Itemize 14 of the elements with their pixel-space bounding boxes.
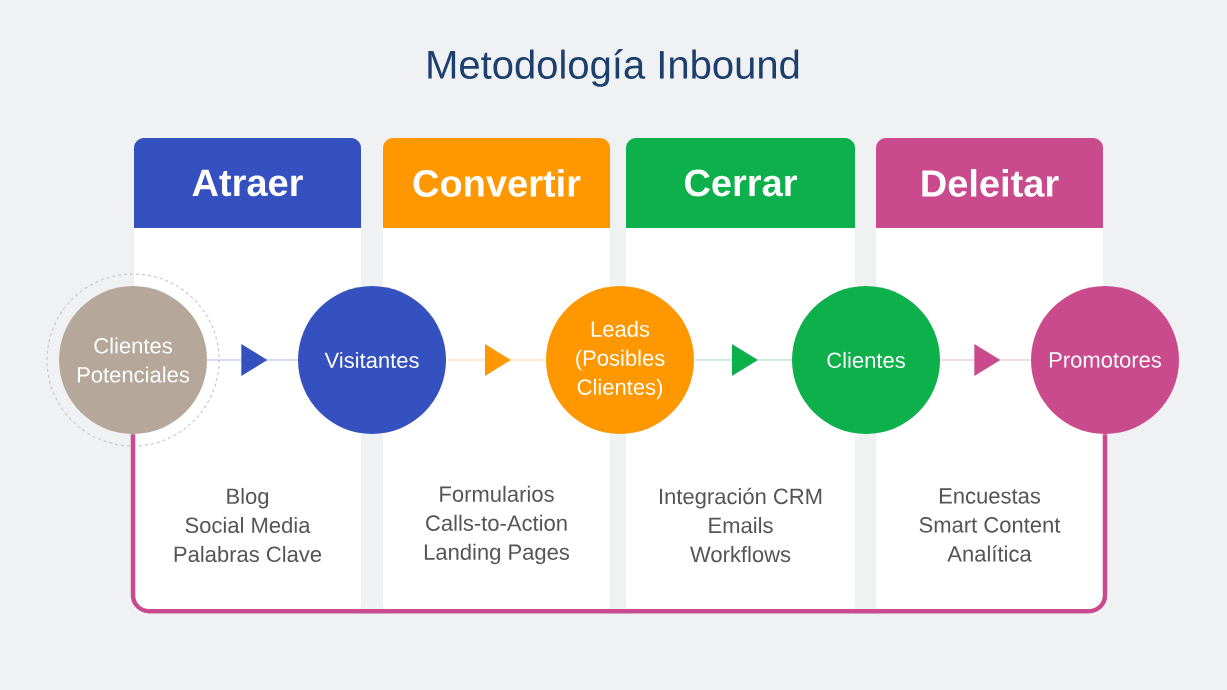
header-band: Deleitar (876, 138, 1103, 228)
item-list: Integración CRM Emails Workflows (660, 487, 822, 563)
arrow (940, 344, 1031, 376)
arrow (446, 344, 546, 376)
arrow (207, 344, 298, 376)
arrow (694, 344, 792, 376)
item-list: Blog Social Media Palabras Clave (174, 487, 322, 563)
item-list: Formularios Calls-to-Action Landing Pages (424, 485, 570, 565)
header-band: Cerrar (626, 138, 855, 228)
connector-line (130, 434, 1108, 614)
item-list: Encuestas Smart Content Analítica (919, 488, 1061, 562)
header-band: Convertir (383, 138, 610, 228)
title: Metodología Inbound (428, 49, 799, 87)
header-band: Atraer (134, 138, 361, 228)
